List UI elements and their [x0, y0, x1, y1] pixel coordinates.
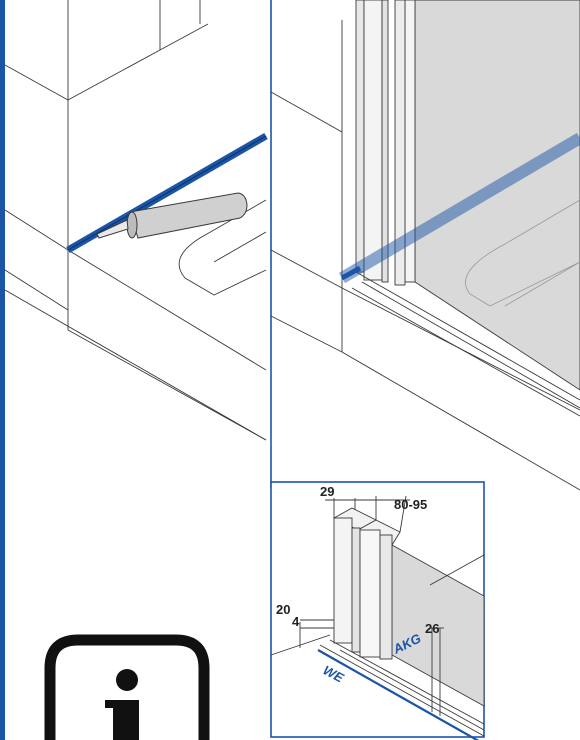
- info-icon: [44, 634, 210, 740]
- door-profile: [355, 0, 416, 286]
- silicone-tube-icon: [96, 192, 248, 239]
- right-panel-drawing: [270, 20, 580, 491]
- silicone-seal-edge: [67, 135, 267, 251]
- page-edge-bar: [0, 0, 5, 740]
- dim-label-right: 26: [425, 621, 439, 636]
- seal-line-transparent: [338, 132, 580, 284]
- left-panel-drawing: [4, 0, 267, 441]
- dim-label-top-left: 29: [320, 484, 334, 499]
- bottom-rail: [351, 271, 580, 417]
- glass-door-panel: [414, 0, 580, 391]
- dim-label-top-right: 80-95: [394, 497, 427, 512]
- seal-line-front: [340, 265, 362, 281]
- detail-drawing: [270, 495, 485, 737]
- glass-reflection: [465, 199, 580, 307]
- dim-label-left-inner: 4: [292, 614, 300, 629]
- detail-seal-line: [317, 649, 480, 740]
- dim-label-left-outer: 20: [276, 602, 290, 617]
